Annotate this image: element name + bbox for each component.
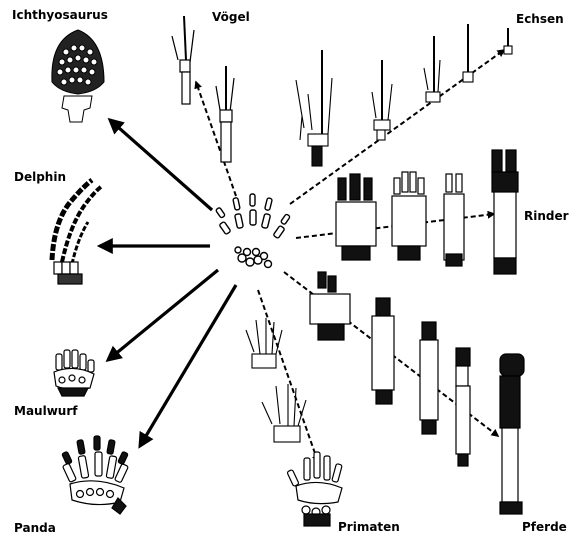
primate-limb-3 bbox=[287, 452, 342, 526]
label-maulwurf: Maulwurf bbox=[14, 404, 77, 418]
ichthyosaurus-limb bbox=[52, 30, 104, 122]
label-pferde: Pferde bbox=[522, 520, 567, 534]
horse-limb-2 bbox=[372, 298, 394, 404]
lizard-limb-1 bbox=[296, 50, 332, 166]
ancestral-limb bbox=[215, 194, 290, 268]
lizard-limb-4 bbox=[463, 24, 473, 82]
cattle-limb-2 bbox=[392, 172, 426, 260]
label-delphin: Delphin bbox=[14, 170, 66, 184]
panda-limb bbox=[62, 436, 129, 514]
cattle-limb-1 bbox=[336, 174, 376, 260]
label-primaten: Primaten bbox=[338, 520, 400, 534]
label-rinder: Rinder bbox=[524, 209, 569, 223]
lizard-limb-3 bbox=[424, 36, 440, 102]
horse-limb-1 bbox=[310, 272, 350, 340]
bird-limb-1 bbox=[172, 16, 194, 104]
cattle-limb-4 bbox=[492, 150, 518, 274]
horse-limb-4 bbox=[456, 348, 470, 466]
dolphin-limb bbox=[52, 180, 102, 284]
lizard-limb-2 bbox=[372, 60, 392, 140]
lizard-limb-5 bbox=[504, 28, 512, 54]
label-echsen: Echsen bbox=[516, 12, 564, 26]
primate-limb-2 bbox=[262, 384, 306, 442]
cattle-limb-3 bbox=[444, 174, 464, 266]
label-voegel: Vögel bbox=[212, 10, 250, 24]
radiation-arrows bbox=[100, 120, 236, 446]
label-panda: Panda bbox=[14, 521, 56, 535]
mole-limb bbox=[54, 350, 94, 396]
label-ichthyosaurus: Ichthyosaurus bbox=[12, 8, 108, 22]
horse-limb-3 bbox=[420, 322, 438, 434]
horse-limb-5 bbox=[500, 354, 524, 514]
